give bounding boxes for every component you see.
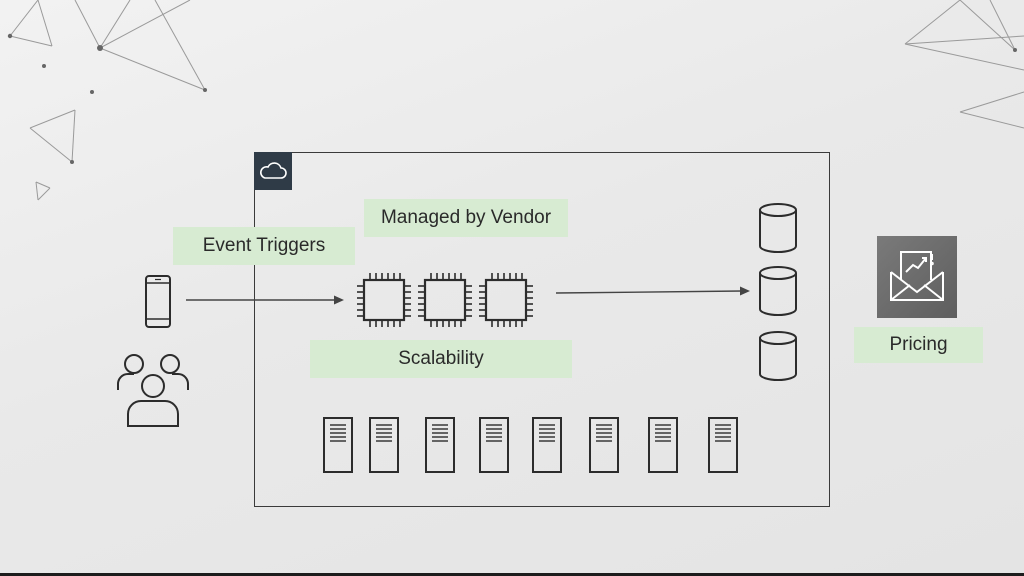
mobile-phone-icon (145, 275, 171, 328)
server-icon (589, 417, 619, 473)
server-icon (708, 417, 738, 473)
cloud-icon (260, 162, 287, 179)
label-event-triggers: Event Triggers (173, 227, 355, 265)
pricing-tile (877, 236, 957, 318)
label-pricing: Pricing (854, 327, 983, 363)
server-icon (648, 417, 678, 473)
cpu-chip-icon (416, 272, 474, 329)
server-icon (323, 417, 353, 473)
users-group-icon (117, 354, 189, 427)
server-icon (425, 417, 455, 473)
pricing-envelope-chart-icon (890, 251, 944, 301)
database-icon (759, 266, 797, 316)
cpu-chip-icon (356, 272, 413, 329)
arrow-compute-to-database (555, 290, 743, 294)
database-icon (759, 203, 797, 253)
server-icon (532, 417, 562, 473)
database-stack (759, 203, 797, 381)
cloud-badge (254, 152, 292, 190)
cpu-chip-group (356, 272, 535, 329)
database-icon (759, 331, 797, 381)
server-icon (369, 417, 399, 473)
cpu-chip-icon (477, 272, 535, 329)
label-scalability: Scalability (310, 340, 572, 378)
bottom-bar (0, 573, 1024, 576)
server-icon (479, 417, 509, 473)
server-rack-row (323, 417, 738, 473)
platform-frame (254, 152, 830, 507)
label-managed-by-vendor: Managed by Vendor (364, 199, 568, 237)
